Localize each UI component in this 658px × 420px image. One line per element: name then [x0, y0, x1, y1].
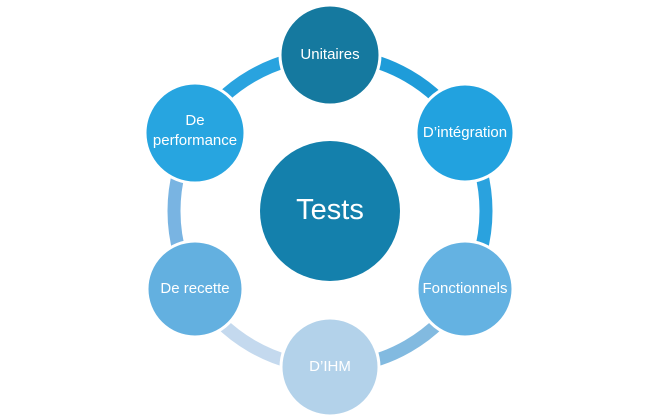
hub-circle-tests	[260, 141, 400, 281]
node-circle-performance	[143, 81, 247, 185]
node-circles	[143, 3, 516, 418]
node-circle-fonctionnels	[415, 239, 515, 339]
node-circle-recette	[145, 239, 245, 339]
node-circle-unitaires	[278, 3, 382, 107]
node-circle-ihm	[279, 316, 381, 418]
node-circle-integration	[414, 82, 516, 184]
